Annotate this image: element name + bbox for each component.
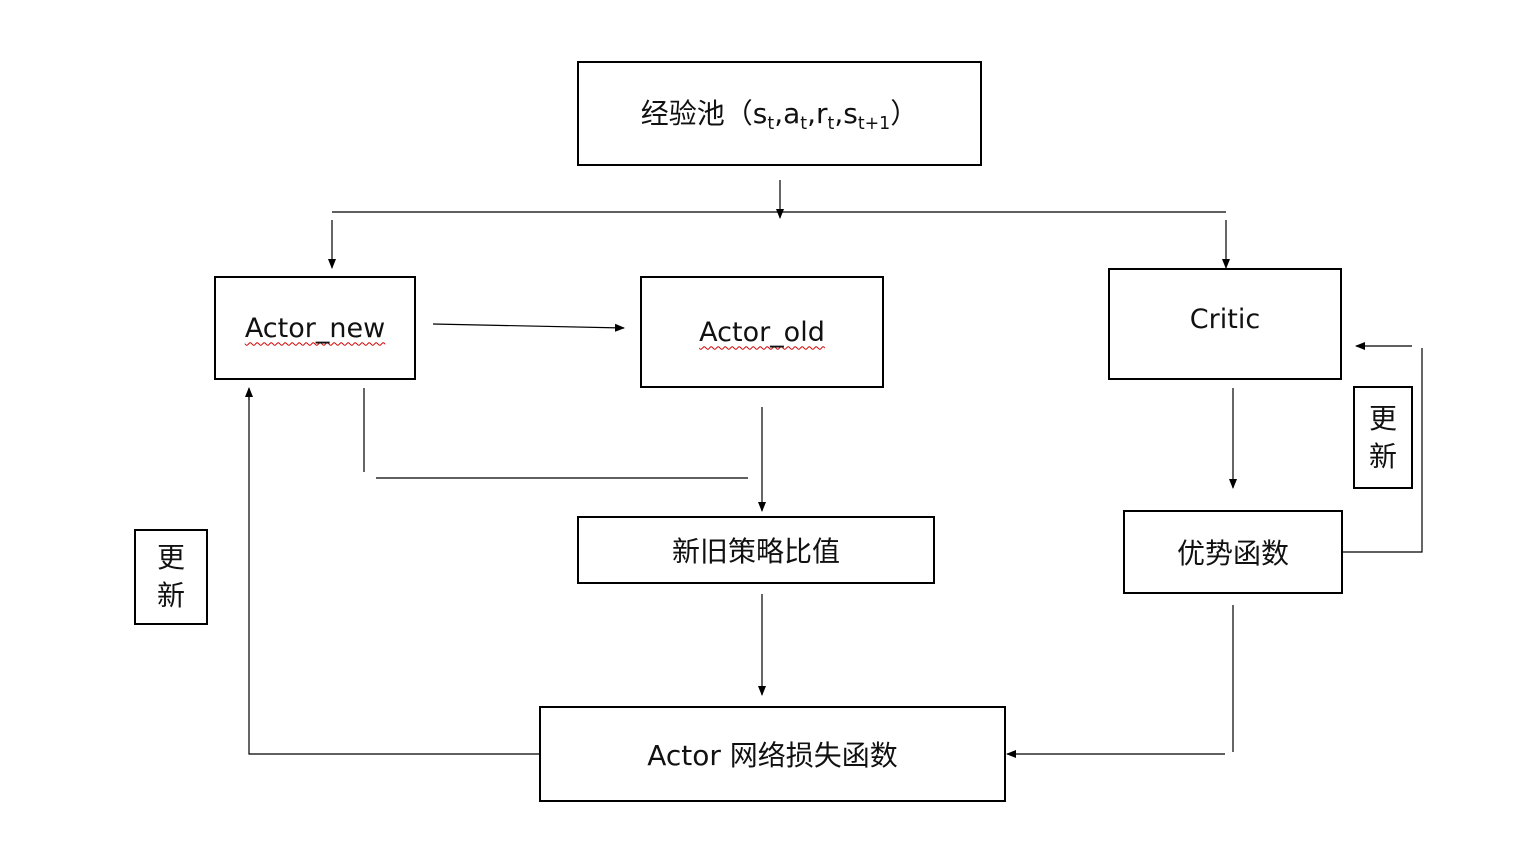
actor-old-box: Actor_old [640, 276, 884, 388]
line-loss-update-loop [248, 396, 540, 755]
advantage-label: 优势函数 [1176, 537, 1289, 570]
experience-pool-label: 经验池（st,at,rt,st+1） [640, 97, 919, 135]
update-right-char1: 更 [1368, 401, 1397, 435]
critic-label: Critic [1189, 303, 1261, 335]
actor-loss-label: Actor 网络损失函数 [647, 739, 898, 772]
update-left-char1: 更 [156, 541, 185, 574]
experience-pool-box: 经验池（st,at,rt,st+1） [577, 61, 982, 166]
update-left-char2: 新 [156, 579, 185, 612]
advantage-box: 优势函数 [1123, 510, 1343, 594]
update-right-char2: 新 [1368, 439, 1397, 473]
critic-box: Critic [1108, 268, 1342, 380]
arrow-actor-new-to-old [432, 323, 625, 332]
actor-new-label: Actor_new [244, 312, 386, 344]
line-advantage-update-loop [1343, 348, 1423, 553]
update-label-right: 更 新 [1353, 386, 1413, 489]
ratio-box: 新旧策略比值 [577, 516, 935, 584]
update-label-left: 更 新 [134, 529, 208, 625]
actor-new-box: Actor_new [214, 276, 416, 380]
actor-loss-box: Actor 网络损失函数 [539, 706, 1006, 802]
ratio-label: 新旧策略比值 [671, 535, 840, 568]
actor-old-label: Actor_old [699, 316, 825, 348]
